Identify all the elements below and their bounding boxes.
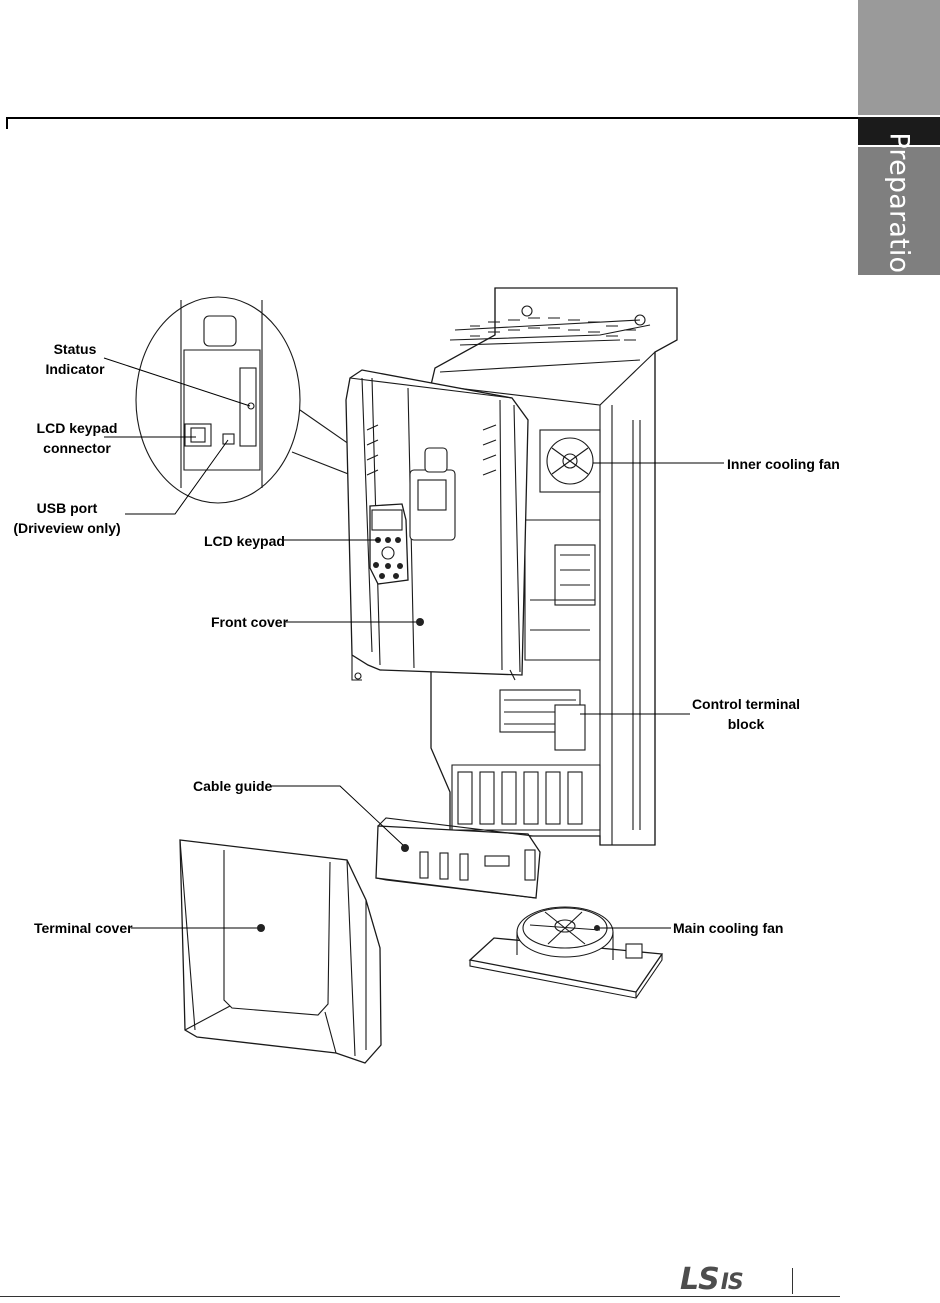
leader-usb-port	[125, 439, 229, 515]
lcd-keypad-shape	[369, 503, 409, 585]
main-cooling-fan-shape	[468, 906, 664, 999]
label-front-cover: Front cover	[211, 614, 289, 630]
footer-rule	[0, 1296, 840, 1297]
ls-is-logo: LSIS	[680, 1262, 744, 1297]
connector-detail-inset	[135, 296, 419, 504]
label-usb-port-line1: USB port	[36, 500, 98, 516]
label-lcd-keypad-connector-line1: LCD keypad	[36, 420, 118, 436]
label-cable-guide: Cable guide	[193, 778, 273, 794]
leader-cable-guide	[270, 785, 405, 847]
logo-sub: IS	[720, 1270, 744, 1295]
label-status-indicator: Status Indicator	[40, 339, 110, 379]
label-lcd-keypad-connector: LCD keypad connector	[22, 418, 132, 458]
header-rule-tick	[6, 117, 8, 129]
label-status-indicator-line2: Indicator	[45, 361, 105, 377]
label-main-cooling-fan: Main cooling fan	[673, 920, 784, 936]
label-lcd-keypad-connector-line2: connector	[43, 440, 111, 456]
usb-port-detail	[222, 433, 235, 445]
side-tab-marker	[858, 117, 940, 145]
label-usb-port: USB port (Driveview only)	[8, 498, 126, 538]
leader-status-indicator	[103, 357, 251, 407]
power-terminals	[451, 764, 601, 831]
label-usb-port-line2: (Driveview only)	[13, 520, 121, 536]
terminal-cover-shape	[179, 839, 382, 1064]
label-control-terminal-block-line2: block	[727, 716, 765, 732]
side-tab-block	[858, 0, 940, 115]
cable-guide-shape	[375, 817, 541, 899]
label-status-indicator-line1: Status	[53, 341, 97, 357]
header-rule	[6, 117, 860, 119]
logo-main: LS	[680, 1262, 720, 1297]
side-tab-section	[858, 147, 940, 275]
footer-separator	[792, 1268, 793, 1294]
top-vent-grille	[470, 317, 636, 341]
label-inner-cooling-fan: Inner cooling fan	[727, 456, 840, 472]
label-terminal-cover: Terminal cover	[34, 920, 133, 936]
label-control-terminal-block-line1: Control terminal	[691, 696, 801, 712]
label-lcd-keypad: LCD keypad	[204, 533, 285, 549]
front-cover-shape	[345, 369, 529, 681]
label-control-terminal-block: Control terminal block	[690, 694, 802, 734]
